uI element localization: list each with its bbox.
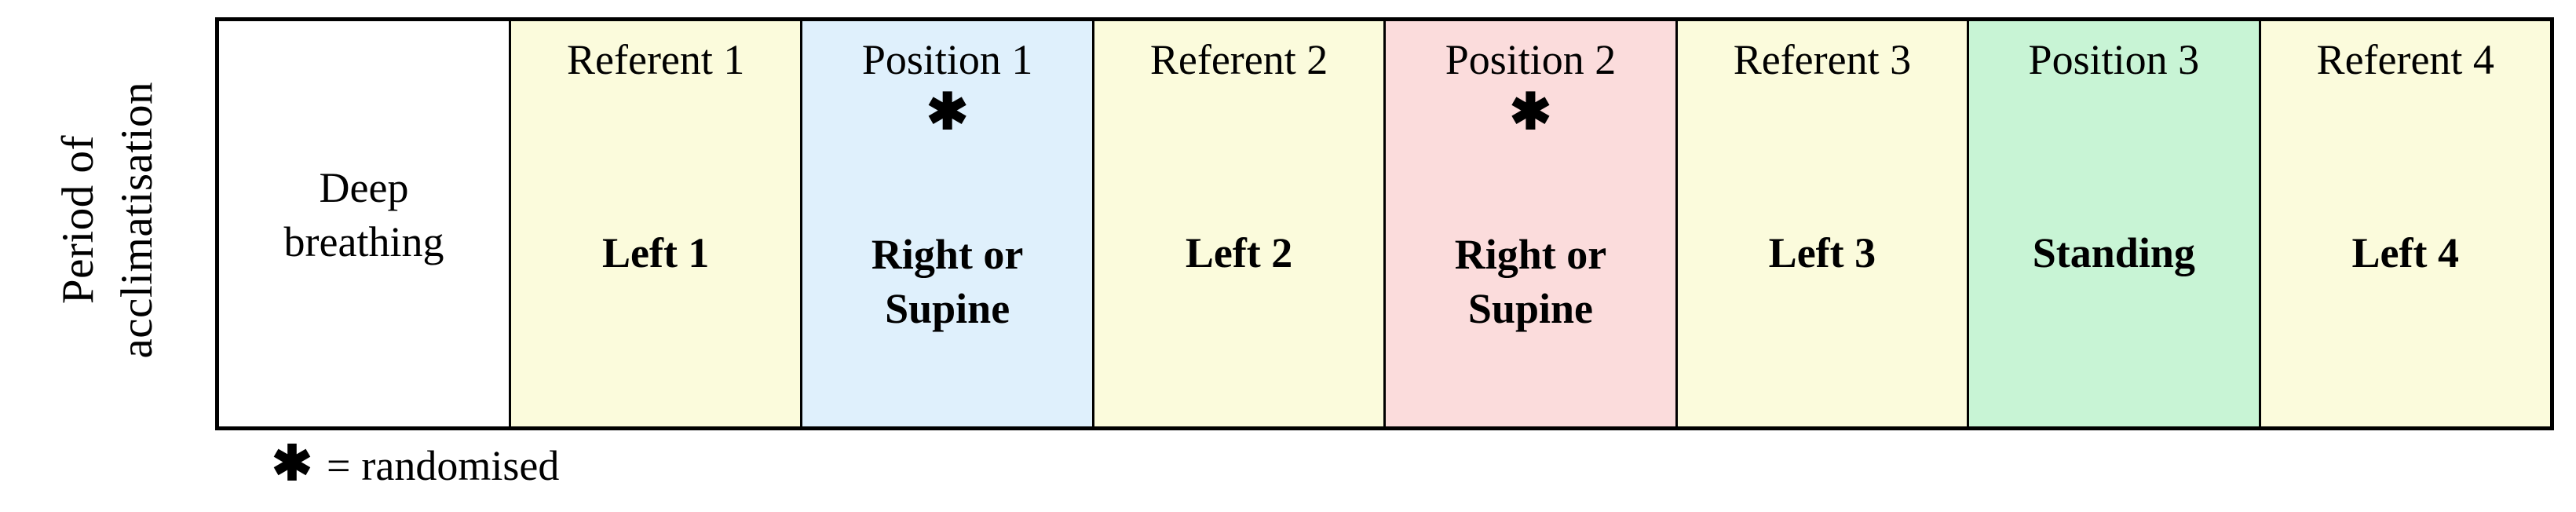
cell-label-left-3: Left 3: [1768, 229, 1876, 277]
table-cell-referent-4: Referent 4 Left 4: [2260, 21, 2550, 426]
table-cell-referent-1: Referent 1 Left 1: [511, 21, 803, 426]
side-label-line-1: Period of: [53, 135, 103, 305]
table-cell-referent-2: Referent 2 Left 2: [1094, 21, 1387, 426]
cell-heading-referent-4: Referent 4: [2316, 36, 2494, 83]
figure-legend: ✱ = randomised: [215, 440, 559, 488]
cell-label-standing: Standing: [2032, 229, 2195, 277]
cell-label-left-4: Left 4: [2351, 229, 2459, 277]
legend-text: randomised: [361, 442, 560, 489]
side-label-line-2: acclimatisation: [112, 81, 162, 359]
cell-label-right-or-supine-1: Right or Supine: [871, 230, 1024, 332]
table-cell-position-2: Position 2 ✱ Right or Supine: [1386, 21, 1678, 426]
table-cell-position-3: Position 3 Standing: [1969, 21, 2261, 426]
cell-heading-referent-2: Referent 2: [1149, 36, 1328, 83]
asterisk-icon: ✱: [272, 437, 312, 491]
table-cell-deep-breathing: Deep breathing: [219, 21, 511, 426]
cell-label-right-or-supine-2: Right or Supine: [1454, 230, 1607, 332]
asterisk-icon: ✱: [926, 84, 969, 140]
cell-heading-position-3: Position 3: [2028, 36, 2200, 83]
cell-heading-referent-1: Referent 1: [567, 36, 745, 83]
cell-label-left-1: Left 1: [601, 229, 710, 277]
cell-label-deep-breathing: Deep breathing: [283, 163, 444, 265]
asterisk-icon: ✱: [1509, 84, 1552, 140]
cell-label-left-2: Left 2: [1185, 229, 1293, 277]
table-cell-referent-3: Referent 3 Left 3: [1677, 21, 1970, 426]
cell-heading-referent-3: Referent 3: [1733, 36, 1912, 83]
table-cell-position-1: Position 1 ✱ Right or Supine: [802, 21, 1094, 426]
period-of-acclimatisation-label: Period of acclimatisation: [0, 0, 215, 440]
protocol-timeline-table: Deep breathing Referent 1 Left 1 Positio…: [215, 17, 2554, 430]
cell-heading-position-1: Position 1: [861, 36, 1033, 83]
legend-equals-sign: =: [326, 442, 351, 489]
cell-heading-position-2: Position 2: [1445, 36, 1617, 83]
